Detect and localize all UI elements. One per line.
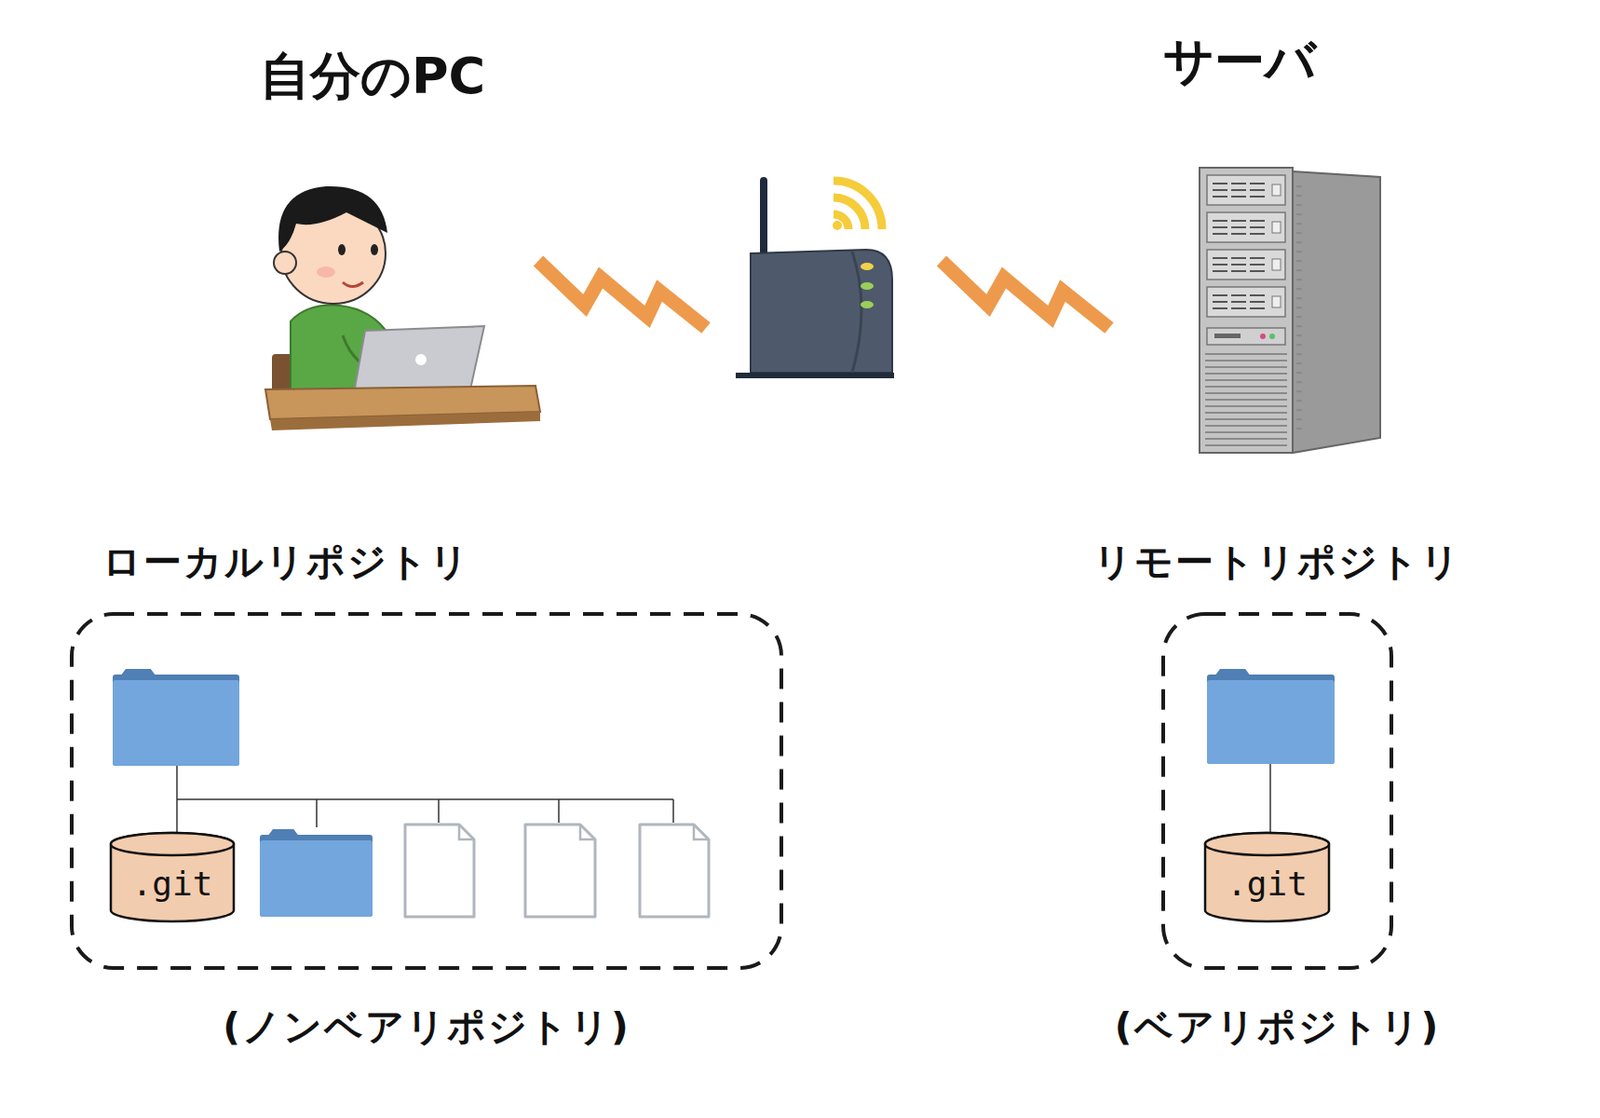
repository-caption: (ベアリポジトリ) [1114, 1001, 1440, 1053]
repository-heading: ローカルリポジトリ [102, 536, 471, 588]
router-illustration [735, 176, 895, 379]
section-heading: 自分のPC [259, 42, 486, 111]
person-illustration [265, 186, 541, 431]
folder-icons [112, 668, 1335, 917]
git-label: .git [132, 864, 214, 903]
file-icons [405, 824, 709, 917]
repository-region: リモートリポジトリ(ベアリポジトリ).git [1161, 611, 1394, 970]
signal-bolt [538, 260, 706, 328]
git-label: .git [1226, 864, 1308, 903]
repository-caption: (ノンベアリポジトリ) [222, 1001, 630, 1053]
repository-region: ローカルリポジトリ(ノンベアリポジトリ).git [69, 611, 784, 970]
folder-tree [176, 763, 1271, 835]
server-illustration [1199, 167, 1381, 453]
git-database: .git [1203, 830, 1331, 923]
git-database: .git [108, 830, 236, 923]
section-heading: サーバ [1163, 27, 1316, 96]
signal-bolt [941, 260, 1110, 328]
repository-heading: リモートリポジトリ [1093, 536, 1462, 588]
